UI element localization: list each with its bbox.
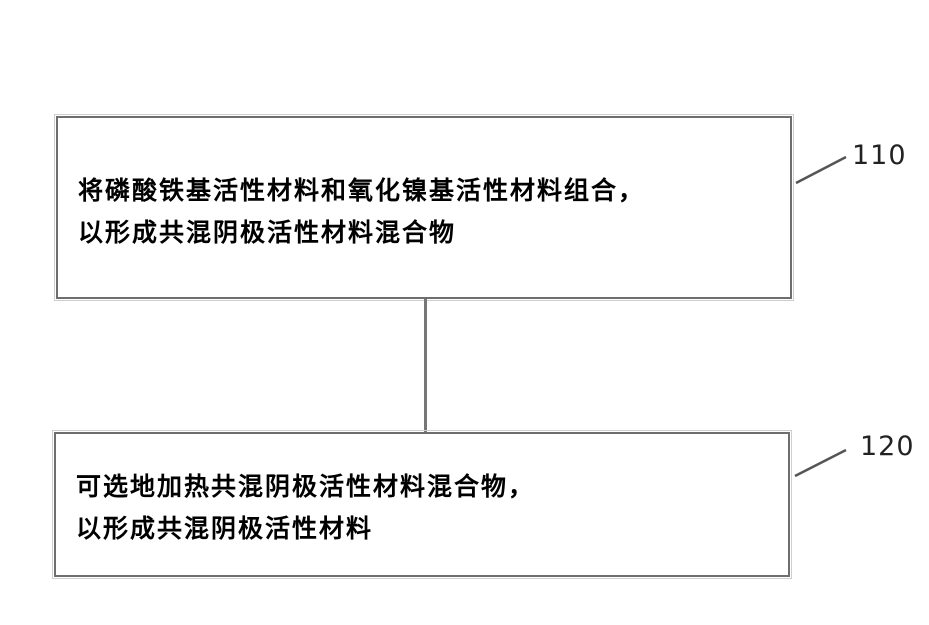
step-110-text: 将磷酸铁基活性材料和氧化镍基活性材料组合， 以形成共混阴极活性材料混合物	[78, 170, 780, 254]
ref-label-110: 110	[852, 141, 907, 171]
step-box-120: 可选地加热共混阴极活性材料混合物， 以形成共混阴极活性材料	[54, 432, 790, 577]
ref-label-120: 120	[860, 432, 915, 462]
leader-line-110	[796, 157, 846, 183]
step-120-text: 可选地加热共混阴极活性材料混合物， 以形成共混阴极活性材料	[76, 466, 778, 550]
connector-line	[424, 299, 427, 432]
step-120-line-1: 可选地加热共混阴极活性材料混合物，	[76, 466, 778, 508]
leader-line-120	[795, 450, 846, 476]
step-box-110: 将磷酸铁基活性材料和氧化镍基活性材料组合， 以形成共混阴极活性材料混合物	[56, 116, 792, 299]
step-120-line-2: 以形成共混阴极活性材料	[76, 508, 778, 550]
step-110-line-2: 以形成共混阴极活性材料混合物	[78, 212, 780, 254]
step-110-line-1: 将磷酸铁基活性材料和氧化镍基活性材料组合，	[78, 170, 780, 212]
